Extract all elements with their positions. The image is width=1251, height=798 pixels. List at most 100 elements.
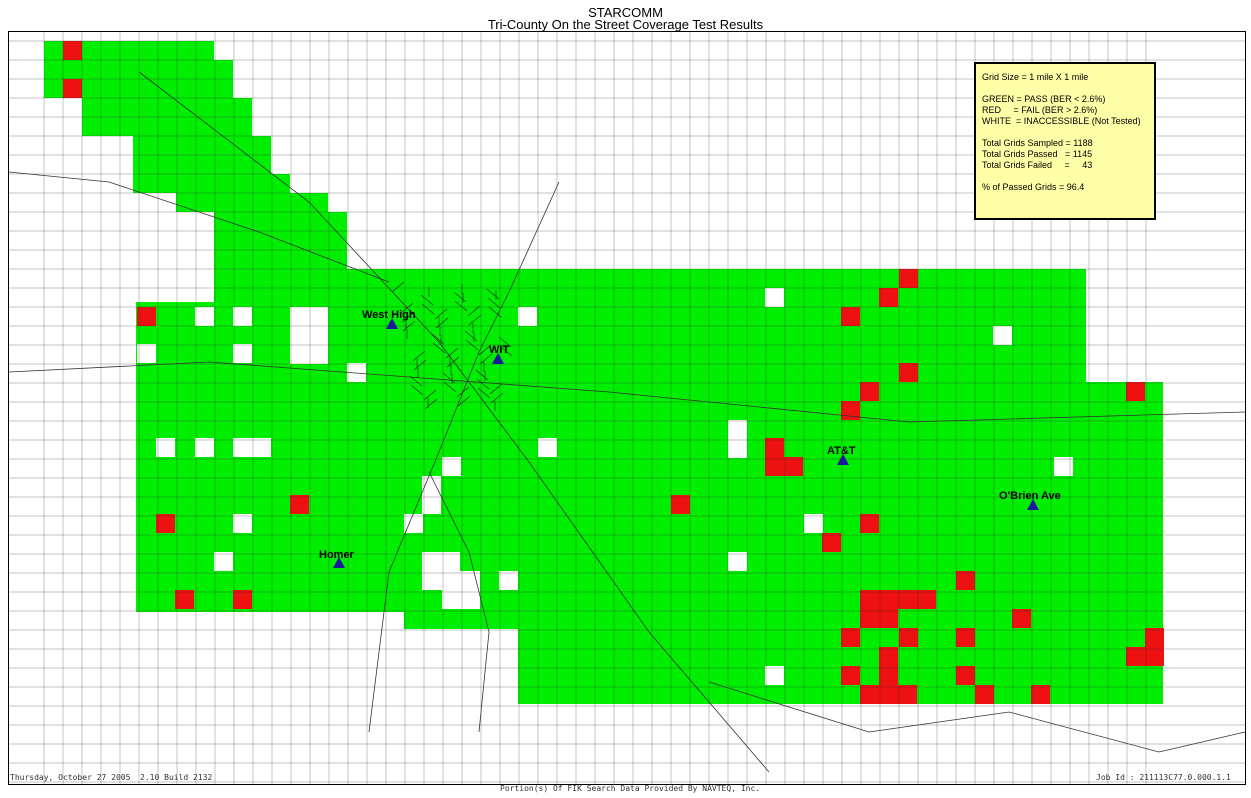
- fail-cell: [137, 307, 156, 326]
- inaccessible-cell: [195, 307, 214, 326]
- fail-cell: [860, 685, 917, 704]
- fail-cell: [860, 590, 936, 609]
- fail-cell: [975, 685, 994, 704]
- street-line: [488, 306, 502, 318]
- street-line: [431, 333, 445, 345]
- fail-cell: [63, 79, 82, 98]
- street-line: [468, 314, 482, 326]
- street-line: [421, 303, 435, 315]
- fail-cell: [784, 457, 803, 476]
- inaccessible-cell: [518, 307, 537, 326]
- inaccessible-cell: [137, 344, 156, 363]
- city-street-cluster: [391, 281, 513, 411]
- fail-cell: [899, 363, 918, 382]
- inaccessible-cell: [804, 514, 823, 533]
- legend-pass: GREEN = PASS (BER < 2.6%): [982, 94, 1106, 104]
- fail-cell: [956, 628, 975, 647]
- coverage-grid: [44, 41, 1164, 704]
- street-line: [423, 389, 437, 401]
- inaccessible-cell: [290, 307, 328, 364]
- street-line: [499, 345, 513, 357]
- inaccessible-cell: [233, 344, 252, 363]
- inaccessible-cell: [499, 571, 518, 590]
- fail-cell: [63, 41, 82, 60]
- fail-cell: [956, 666, 975, 685]
- road-line: [9, 171, 390, 283]
- inaccessible-cell: [156, 438, 175, 457]
- inaccessible-cell: [233, 438, 271, 457]
- street-line: [432, 342, 446, 354]
- fail-cell: [1145, 628, 1164, 666]
- street-line: [476, 378, 490, 390]
- fail-cell: [841, 307, 860, 326]
- fail-cell: [841, 628, 860, 647]
- site-marker-att: [837, 454, 849, 465]
- street-line: [479, 353, 493, 365]
- map-title: STARCOMM: [588, 5, 663, 20]
- street-line: [486, 288, 500, 300]
- pass-region: [44, 41, 1163, 704]
- inaccessible-cell: [1054, 457, 1073, 476]
- coverage-map: Grid Size = 1 mile X 1 mile GREEN = PASS…: [8, 31, 1246, 785]
- street-line: [400, 302, 414, 314]
- fail-cell: [156, 514, 175, 533]
- street-line: [475, 369, 489, 381]
- street-line: [487, 297, 501, 309]
- street-line: [478, 344, 492, 356]
- fail-cell: [290, 495, 309, 514]
- fail-cell: [841, 666, 860, 685]
- inaccessible-cell: [233, 514, 252, 533]
- street-line: [391, 281, 405, 293]
- inaccessible-cell: [442, 571, 480, 609]
- fail-cell: [233, 590, 252, 609]
- site-marker-wit: [492, 353, 504, 364]
- inaccessible-cell: [993, 326, 1012, 345]
- street-line: [442, 372, 456, 384]
- inaccessible-cell: [765, 666, 784, 685]
- inaccessible-cell: [214, 552, 233, 571]
- fail-cell: [841, 401, 860, 420]
- site-label-west-high: West High: [362, 309, 416, 321]
- street-line: [401, 311, 415, 323]
- inaccessible-cell: [347, 363, 366, 382]
- fail-cell: [671, 495, 690, 514]
- street-line: [435, 317, 449, 329]
- street-line: [467, 305, 481, 317]
- fail-cell: [860, 609, 898, 628]
- street-line: [413, 359, 427, 371]
- street-line: [490, 392, 504, 404]
- site-label-wit: WIT: [489, 344, 510, 356]
- legend-inaccessible: WHITE = INACCESSIBLE (Not Tested): [982, 116, 1141, 126]
- road-line: [138, 71, 770, 773]
- site-markers: [333, 318, 1039, 568]
- fail-cell: [175, 590, 194, 609]
- footer-job-id: Job Id : 211113C77.0.000.1.1: [1096, 773, 1231, 782]
- legend-passed: Total Grids Passed = 1145: [982, 149, 1093, 159]
- street-line: [412, 350, 426, 362]
- fail-cell: [1126, 382, 1145, 401]
- street-line: [443, 381, 457, 393]
- inaccessible-cell: [442, 457, 461, 476]
- site-marker-west-high: [386, 318, 398, 329]
- street-line: [464, 330, 478, 342]
- street-line: [446, 356, 460, 368]
- street-line: [434, 308, 448, 320]
- fail-cell: [1126, 647, 1145, 666]
- map-subtitle: Tri-County On the Street Coverage Test R…: [487, 17, 764, 32]
- site-label-homer: Homer: [319, 549, 354, 561]
- footer-date: Thursday, October 27 2005 2.10 Build 213…: [10, 773, 213, 782]
- fail-cell: [860, 514, 879, 533]
- fail-cell: [822, 533, 841, 552]
- fail-cell: [1012, 609, 1031, 628]
- street-line: [453, 291, 467, 303]
- road-line: [9, 361, 1245, 423]
- street-line: [498, 336, 512, 348]
- road-line: [368, 181, 560, 733]
- street-line: [454, 300, 468, 312]
- map-canvas: [9, 32, 1245, 784]
- street-line: [445, 347, 459, 359]
- street-line: [457, 395, 471, 407]
- street-line: [489, 383, 503, 395]
- fail-cell: [899, 628, 918, 647]
- inaccessible-cell: [195, 438, 214, 457]
